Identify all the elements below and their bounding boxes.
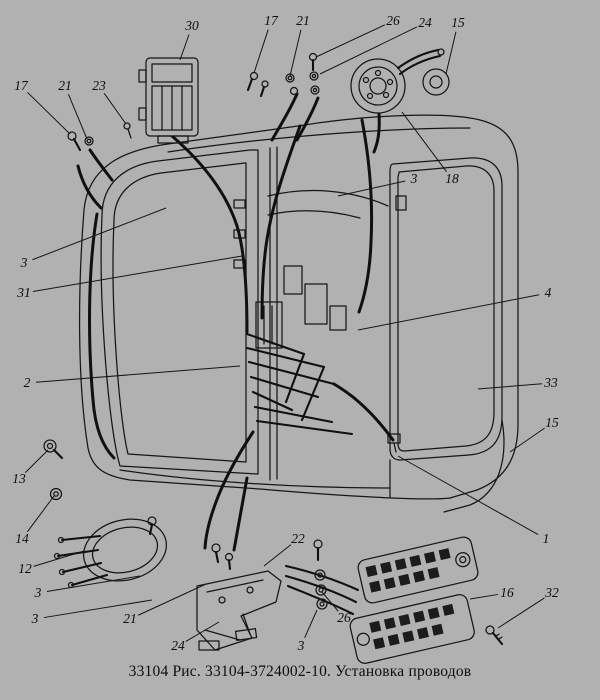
wiring-harness <box>76 92 395 552</box>
top-fasteners <box>246 52 320 98</box>
figure-caption: 33104 Рис. 33104-3724002-10. Установка п… <box>128 663 472 680</box>
wiring-branches <box>245 332 360 616</box>
mounting-bracket <box>196 543 282 651</box>
left-fasteners <box>43 122 132 501</box>
bottom-right-screw <box>485 625 504 646</box>
leader-lines <box>25 24 545 642</box>
switch-panel-upper <box>357 536 479 604</box>
oval-grommet-plate <box>53 516 168 589</box>
bottom-fasteners <box>313 539 328 610</box>
relay-box <box>138 57 199 144</box>
round-connector <box>350 48 445 114</box>
grommet <box>422 68 450 96</box>
cab-outline <box>78 114 519 513</box>
switch-panel-lower <box>349 594 475 664</box>
